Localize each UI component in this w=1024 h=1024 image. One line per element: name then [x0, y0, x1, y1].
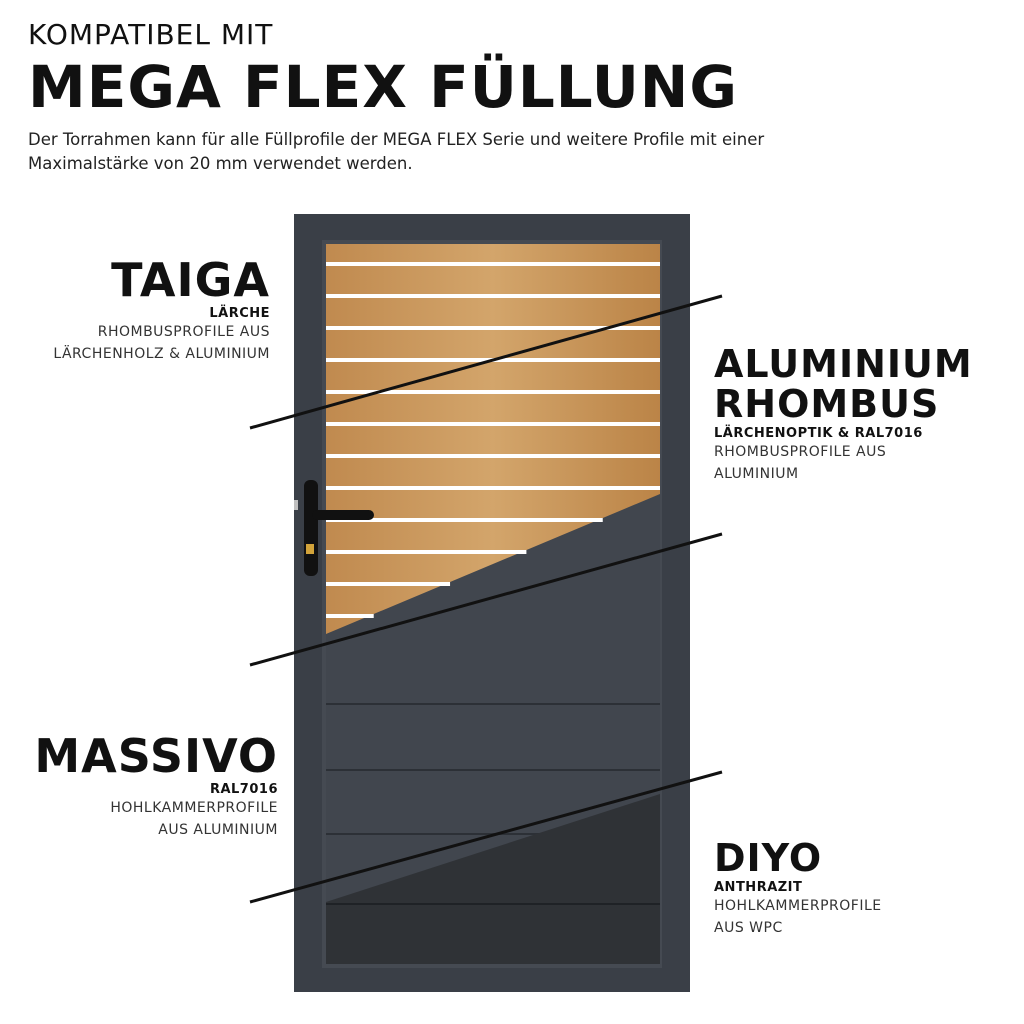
profile-name-line2: RHOMBUS	[714, 382, 940, 426]
kicker-text: KOMPATIBEL MIT	[28, 18, 274, 51]
slat-gap	[326, 518, 603, 522]
profile-variant: LÄRCHE	[209, 306, 270, 321]
slat-gap	[326, 358, 660, 362]
profile-desc-line1: HOHLKAMMERPROFILE	[110, 800, 278, 816]
profile-name-line1: ALUMINIUM	[714, 342, 973, 386]
slat-gap	[326, 326, 660, 330]
slat-gap	[326, 454, 660, 458]
slat-gap	[326, 262, 660, 266]
profile-name: MASSIVO	[34, 729, 278, 783]
page-title: MEGA FLEX FÜLLUNG	[28, 53, 738, 121]
profile-name: TAIGA	[111, 253, 270, 307]
gate-illustration	[294, 214, 690, 992]
profile-desc-line1: RHOMBUSPROFILE AUS	[97, 324, 270, 340]
profile-desc-line2: ALUMINIUM	[714, 466, 799, 482]
intro-text: Der Torrahmen kann für alle Füllprofile …	[28, 130, 765, 173]
profile-aluminium-rhombus: ALUMINIUM RHOMBUS LÄRCHENOPTIK & RAL7016…	[714, 344, 1014, 485]
profile-taiga: TAIGA LÄRCHE RHOMBUSPROFILE AUS LÄRCHENH…	[30, 256, 270, 365]
profile-name: DIYO	[714, 836, 823, 880]
slat-gap	[326, 614, 374, 618]
profile-massivo: MASSIVO RAL7016 HOHLKAMMERPROFILE AUS AL…	[20, 732, 278, 841]
slat-gap	[326, 390, 660, 394]
header: KOMPATIBEL MIT MEGA FLEX FÜLLUNG Der Tor…	[28, 18, 1008, 176]
slat-gap	[326, 582, 451, 586]
profile-desc-line2: AUS WPC	[714, 920, 783, 936]
slat-gap	[326, 550, 527, 554]
profile-diyo: DIYO ANTHRAZIT HOHLKAMMERPROFILE AUS WPC	[714, 838, 994, 939]
profile-desc-line2: LÄRCHENHOLZ & ALUMINIUM	[53, 346, 270, 362]
profile-variant: ANTHRAZIT	[714, 880, 803, 895]
profile-variant: LÄRCHENOPTIK & RAL7016	[714, 426, 923, 441]
slat-gap	[326, 422, 660, 426]
profile-desc-line2: AUS ALUMINIUM	[158, 822, 278, 838]
slat-gap	[326, 294, 660, 298]
profile-variant: RAL7016	[209, 782, 278, 797]
gate-infill	[326, 244, 660, 964]
slat-gap	[326, 486, 660, 490]
profile-desc-line1: HOHLKAMMERPROFILE	[714, 898, 882, 914]
profile-desc-line1: RHOMBUSPROFILE AUS	[714, 444, 887, 460]
